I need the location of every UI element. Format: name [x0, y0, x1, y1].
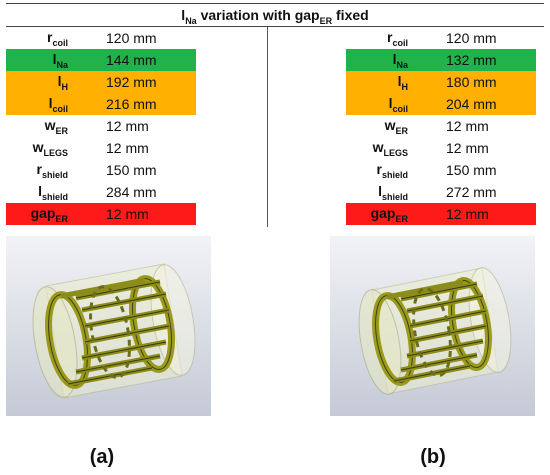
table-row: rcoil 120 mm [6, 27, 196, 49]
birdcage-coil-illustration-b [330, 236, 535, 416]
parameter-table-b: rcoil 120 mm lNa 132 mm lH 180 mm lcoil … [346, 27, 536, 225]
table-row: wER 12 mm [6, 115, 196, 137]
param-name: rcoil [47, 28, 68, 48]
table-row: lNa 132 mm [346, 49, 536, 71]
table-row: rshield 150 mm [346, 159, 536, 181]
param-name: lshield [38, 182, 68, 202]
param-name: rcoil [387, 28, 408, 48]
param-value: 120 mm [106, 30, 157, 46]
table-row: wLEGS 12 mm [346, 137, 536, 159]
caption-b: (b) [420, 446, 446, 468]
table-row: rshield 150 mm [6, 159, 196, 181]
param-value: 12 mm [106, 140, 149, 156]
param-value: 12 mm [446, 206, 489, 222]
param-name: gapER [370, 204, 408, 224]
param-value: 180 mm [446, 74, 497, 90]
param-name: lNa [52, 50, 68, 70]
param-name: rshield [376, 160, 408, 180]
param-value: 150 mm [446, 162, 497, 178]
param-value: 12 mm [106, 206, 149, 222]
param-value: 12 mm [446, 140, 489, 156]
param-value: 272 mm [446, 184, 497, 200]
figure-title: lNa variation with gapER fixed [6, 3, 544, 27]
param-value: 192 mm [106, 74, 157, 90]
param-name: wLEGS [372, 138, 408, 158]
param-value: 204 mm [446, 96, 497, 112]
param-name: lshield [378, 182, 408, 202]
table-divider [267, 27, 268, 227]
table-row: lNa 144 mm [6, 49, 196, 71]
table-row: lshield 272 mm [346, 181, 536, 203]
param-value: 144 mm [106, 52, 157, 68]
table-row: wLEGS 12 mm [6, 137, 196, 159]
param-name: wER [44, 116, 68, 136]
param-value: 216 mm [106, 96, 157, 112]
table-row: lcoil 204 mm [346, 93, 536, 115]
param-value: 12 mm [446, 118, 489, 134]
table-row: lH 192 mm [6, 71, 196, 93]
param-name: lNa [392, 50, 408, 70]
param-name: wER [384, 116, 408, 136]
param-value: 150 mm [106, 162, 157, 178]
table-row: lcoil 216 mm [6, 93, 196, 115]
table-row: rcoil 120 mm [346, 27, 536, 49]
param-name: lcoil [48, 94, 68, 114]
param-name: lH [57, 72, 68, 92]
param-name: rshield [36, 160, 68, 180]
param-name: gapER [30, 204, 68, 224]
table-row: lshield 284 mm [6, 181, 196, 203]
param-value: 284 mm [106, 184, 157, 200]
table-row: wER 12 mm [346, 115, 536, 137]
birdcage-coil-illustration-a [6, 236, 211, 416]
param-value: 120 mm [446, 30, 497, 46]
param-value: 132 mm [446, 52, 497, 68]
table-row: gapER 12 mm [6, 203, 196, 225]
param-name: wLEGS [32, 138, 68, 158]
table-row: gapER 12 mm [346, 203, 536, 225]
caption-a: (a) [89, 446, 115, 468]
parameter-table-a: rcoil 120 mm lNa 144 mm lH 192 mm lcoil … [6, 27, 196, 225]
param-name: lH [397, 72, 408, 92]
table-row: lH 180 mm [346, 71, 536, 93]
param-name: lcoil [388, 94, 408, 114]
param-value: 12 mm [106, 118, 149, 134]
